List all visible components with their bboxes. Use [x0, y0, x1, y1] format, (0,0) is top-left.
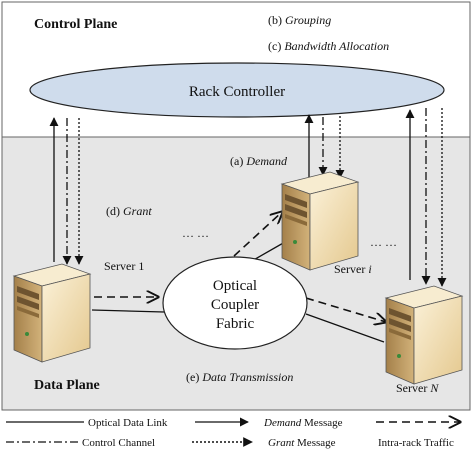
data-plane-title: Data Plane	[34, 378, 100, 393]
fabric-label-line3: Fabric	[216, 316, 255, 332]
rack-controller-ellipse	[29, 62, 445, 118]
intra-rack-traffic-arrows	[94, 212, 386, 322]
legend-optical-data-link-label: Optical Data Link	[88, 417, 168, 429]
legend-demand-label: Demand Message	[263, 417, 343, 429]
server-i-icon	[280, 171, 360, 271]
ellipsis-right: … …	[370, 235, 397, 249]
legend-grant-label: Grant Message	[268, 437, 336, 449]
server-i-control-links	[304, 114, 345, 179]
ellipsis-left: … …	[182, 226, 209, 240]
transmission-step-label: (e) Data Transmission	[186, 370, 293, 384]
rack-controller-label: Rack Controller	[189, 84, 285, 100]
control-plane-title: Control Plane	[34, 17, 117, 32]
optical-coupler-fabric	[162, 256, 308, 350]
server-n-icon	[384, 285, 464, 385]
legend: Optical Data Link Demand Message Control…	[6, 417, 460, 449]
fabric-label-line2: Coupler	[211, 297, 259, 313]
legend-control-channel-label: Control Channel	[82, 437, 155, 449]
server-n-label: Server N	[396, 381, 439, 395]
server-i-label: Server i	[334, 262, 372, 276]
fabric-label-line1: Optical	[213, 278, 257, 294]
server1-control-links	[49, 117, 84, 265]
legend-intra-rack-label: Intra-rack Traffic	[378, 437, 454, 449]
bandwidth-step-label: (c) Bandwidth Allocation	[268, 39, 389, 53]
grouping-step-label: (b) Grouping	[268, 13, 331, 27]
server-1-icon	[12, 263, 92, 363]
grant-step-label: (d) Grant	[106, 204, 152, 218]
server-n-control-links	[405, 108, 447, 287]
server-1-label: Server 1	[104, 259, 144, 273]
demand-step-label: (a) Demand	[230, 154, 288, 168]
